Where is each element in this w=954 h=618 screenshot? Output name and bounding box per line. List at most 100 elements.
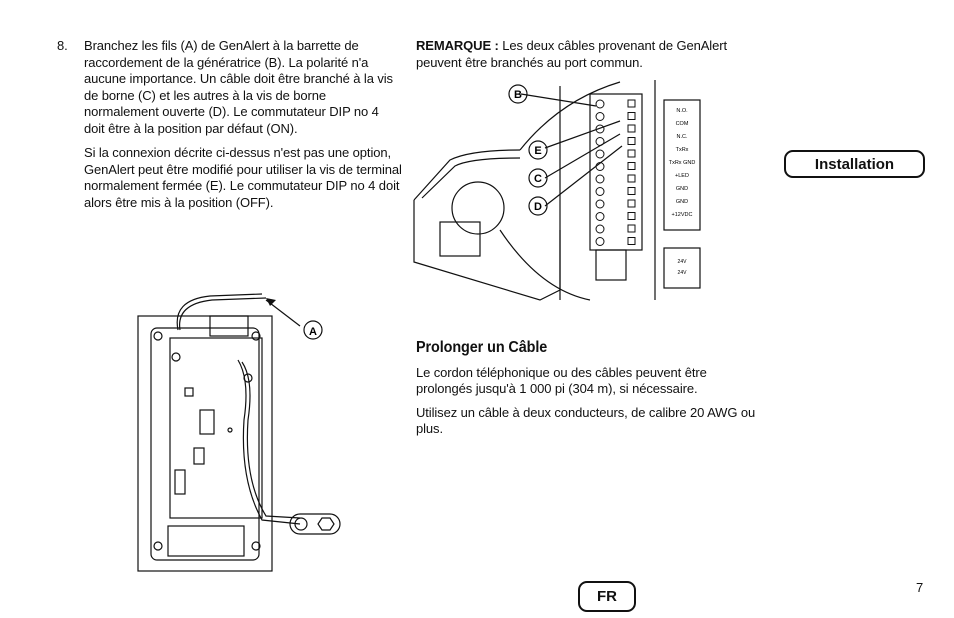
magnifier-edge bbox=[499, 229, 591, 301]
step-8-body: Branchez les fils (A) de GenAlert à la b… bbox=[84, 38, 402, 211]
callout-a-label: A bbox=[309, 326, 317, 338]
battery-wire bbox=[237, 359, 301, 525]
battery-terminal-icon bbox=[317, 517, 335, 531]
terminal-label: GND bbox=[676, 186, 688, 192]
callout-c-label: C bbox=[534, 173, 542, 185]
screw-icon bbox=[251, 331, 261, 341]
terminal-screw-icon bbox=[595, 137, 605, 146]
battery-compartment bbox=[167, 525, 245, 557]
terminal-label: N.C. bbox=[677, 134, 688, 140]
cable-clamp bbox=[209, 315, 249, 337]
callout-line-c bbox=[544, 133, 621, 179]
remark-note: REMARQUE : Les deux câbles provenant de … bbox=[416, 38, 766, 71]
terminal-screw-icon bbox=[595, 112, 605, 121]
terminal-label: TxRx bbox=[676, 147, 689, 153]
terminal-screws bbox=[595, 99, 636, 246]
terminal-screw-icon bbox=[595, 199, 605, 209]
led-icon bbox=[227, 427, 233, 433]
section-tab-installation: Installation bbox=[784, 150, 925, 178]
terminal-label: +LED bbox=[675, 173, 689, 179]
chip-icon bbox=[193, 447, 205, 465]
terminal-slot-icon bbox=[627, 149, 636, 158]
section-tab-label: Installation bbox=[814, 155, 895, 173]
language-tab-label: FR bbox=[597, 588, 617, 605]
step-number: 8. bbox=[57, 38, 68, 53]
screw-icon bbox=[153, 541, 163, 551]
battery-terminal-icon bbox=[294, 517, 308, 531]
remark-label: REMARQUE : bbox=[416, 38, 499, 53]
language-tab: FR bbox=[578, 581, 636, 612]
callout-d-circle bbox=[528, 196, 548, 216]
generator-component bbox=[439, 221, 481, 257]
terminal-screw-icon bbox=[595, 149, 605, 159]
terminal-screw-icon bbox=[595, 224, 605, 234]
terminal-screw-icon bbox=[595, 99, 605, 109]
terminal-screw-icon bbox=[595, 187, 605, 196]
page-number: 7 bbox=[916, 580, 924, 595]
terminal-screw-icon bbox=[595, 237, 605, 246]
voltage-label-plate bbox=[663, 247, 701, 289]
callout-b-circle bbox=[508, 84, 528, 104]
device-inner-housing bbox=[150, 327, 260, 561]
screw-icon bbox=[251, 541, 261, 551]
screw-icon bbox=[153, 331, 163, 341]
screw-icon bbox=[171, 352, 181, 362]
arrow-icon bbox=[266, 298, 276, 306]
terminal-screw-icon bbox=[595, 124, 605, 134]
terminal-slot-icon bbox=[627, 174, 636, 183]
callout-line-e bbox=[544, 120, 621, 149]
terminal-label: GND bbox=[676, 199, 688, 205]
connector-plug bbox=[595, 249, 627, 281]
callout-e-circle bbox=[528, 140, 548, 160]
callout-b-label: B bbox=[514, 89, 522, 101]
terminal-label: COM bbox=[676, 121, 689, 127]
terminal-label: TxRx GND bbox=[669, 160, 696, 166]
voltage-label-1: 24V bbox=[678, 259, 688, 265]
chip-icon bbox=[199, 409, 215, 435]
dip-switch-icon bbox=[174, 469, 186, 495]
extend-cable-section: Prolonger un Câble Le cordon téléphoniqu… bbox=[416, 339, 756, 445]
terminal-slot-icon bbox=[627, 112, 636, 120]
battery-wire bbox=[241, 361, 301, 519]
step-8: 8. Branchez les fils (A) de GenAlert à l… bbox=[57, 38, 402, 219]
terminal-label: +12VDC bbox=[672, 212, 693, 218]
terminal-screw-icon bbox=[595, 174, 605, 184]
device-outer-housing bbox=[137, 315, 273, 572]
callout-line-b bbox=[520, 93, 597, 107]
terminal-label-plate bbox=[663, 99, 701, 231]
callout-a-circle bbox=[303, 320, 323, 340]
generator-lid bbox=[413, 149, 521, 201]
terminal-slot-icon bbox=[627, 187, 636, 195]
terminal-slot-icon bbox=[627, 224, 636, 233]
terminal-slot-icon bbox=[627, 99, 636, 108]
step-8-paragraph-2: Si la connexion décrite ci-dessus n'est … bbox=[84, 145, 402, 210]
extend-cable-paragraph-2: Utilisez un câble à deux conducteurs, de… bbox=[416, 404, 756, 437]
wire-a bbox=[179, 297, 267, 331]
battery-clip bbox=[289, 513, 341, 535]
component-icon bbox=[184, 387, 194, 397]
terminal-label: N.O. bbox=[676, 108, 688, 114]
wire-a bbox=[176, 293, 263, 331]
callout-d-label: D bbox=[534, 201, 542, 213]
terminal-screw-icon bbox=[595, 212, 605, 221]
voltage-label-2: 24V bbox=[678, 270, 688, 276]
terminal-slot-icon bbox=[627, 199, 636, 208]
callout-c-circle bbox=[528, 168, 548, 188]
step-8-paragraph-1: Branchez les fils (A) de GenAlert à la b… bbox=[84, 38, 393, 136]
extend-cable-paragraph-1: Le cordon téléphonique ou des câbles peu… bbox=[416, 364, 707, 397]
terminal-slot-icon bbox=[627, 162, 636, 170]
generator-lid bbox=[421, 157, 521, 199]
terminal-slot-icon bbox=[627, 237, 636, 245]
terminal-slot-icon bbox=[627, 212, 636, 220]
terminal-screw-icon bbox=[595, 162, 605, 171]
callout-line-d bbox=[544, 145, 623, 207]
terminal-slot-icon bbox=[627, 137, 636, 145]
remark-text: Les deux câbles provenant de GenAlert pe… bbox=[416, 38, 727, 70]
callout-e-label: E bbox=[534, 145, 541, 157]
extend-cable-heading: Prolonger un Câble bbox=[416, 339, 548, 356]
magnifier-circle bbox=[451, 181, 505, 235]
terminal-block bbox=[589, 93, 643, 251]
